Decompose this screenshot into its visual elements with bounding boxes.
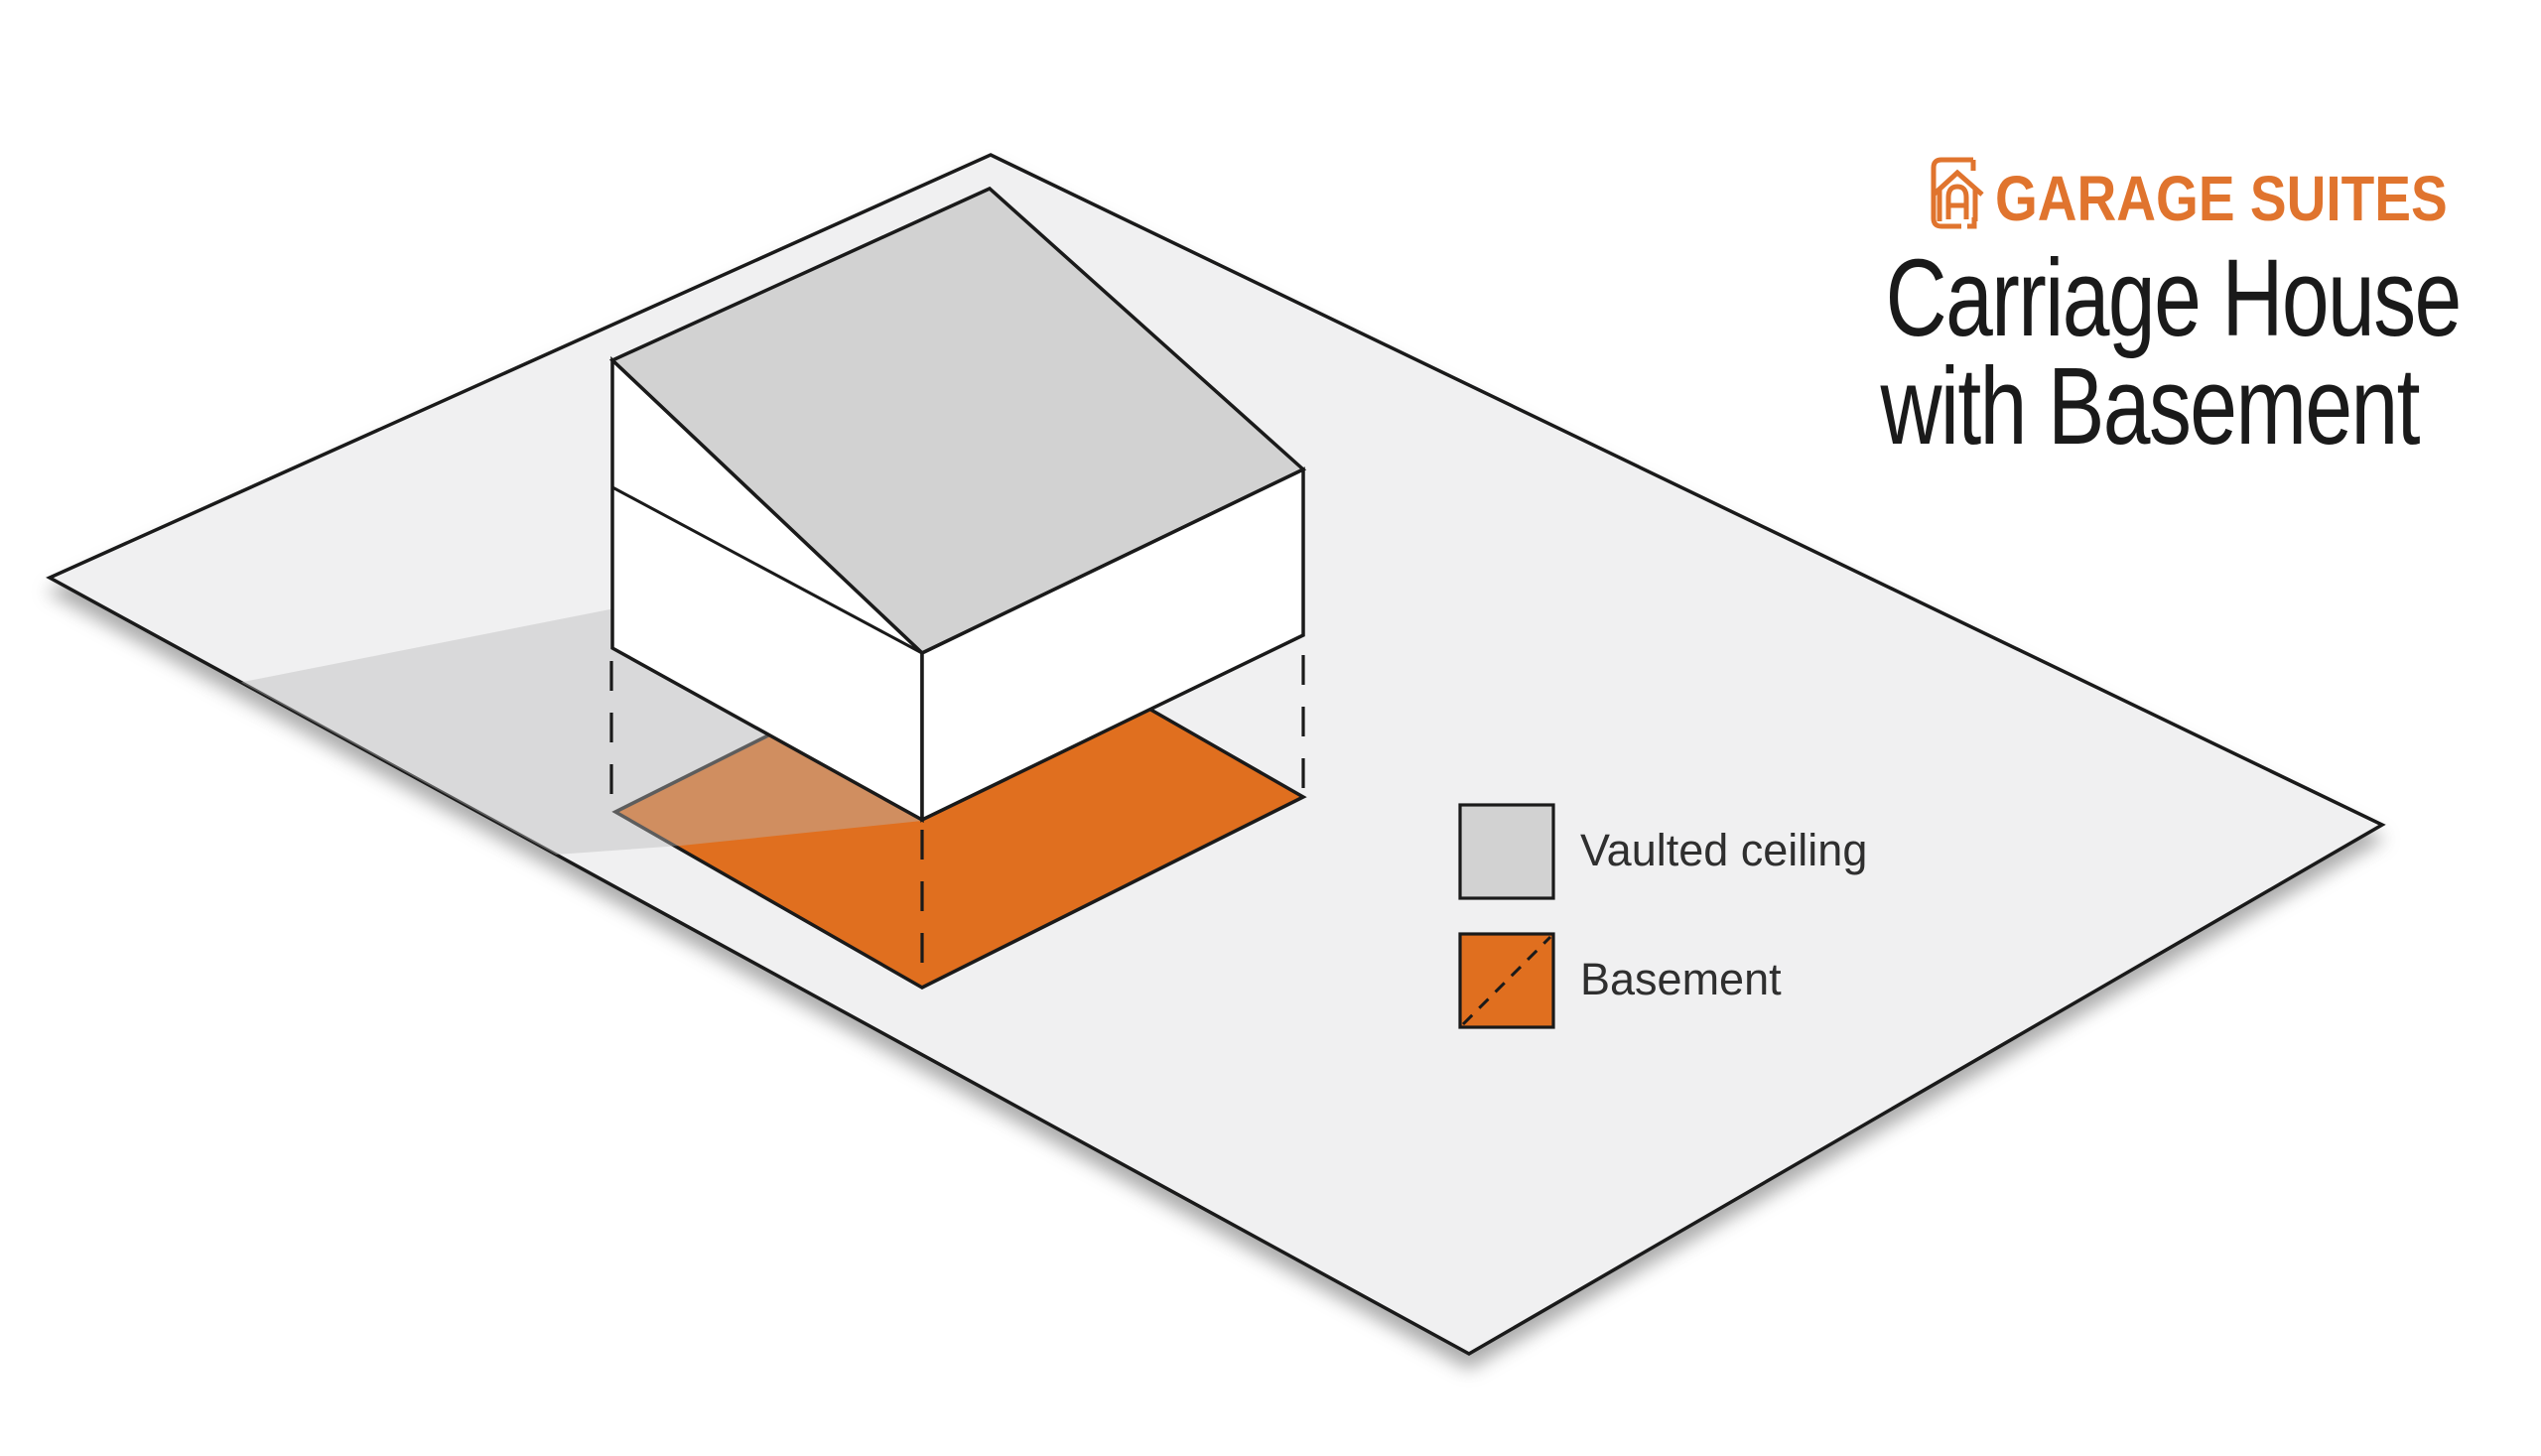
legend-label-vaulted-ceiling: Vaulted ceiling [1580, 825, 1868, 875]
legend-label-basement: Basement [1580, 954, 1782, 1004]
title-line-2: with Basement [1880, 345, 2420, 467]
house-right-wall [920, 466, 1305, 823]
house-shadow-group [238, 603, 922, 855]
legend-swatch-basement [1458, 932, 1555, 1029]
legend-swatch-vaulted-ceiling [1458, 803, 1555, 900]
title-line-1: Carriage House [1885, 237, 2463, 359]
page-title: Carriage House with Basement [1805, 237, 2472, 467]
house-in-frame-icon [1931, 157, 1984, 229]
legend-swatch-dashed-diagonal [1461, 935, 1552, 1026]
eave-line [611, 485, 923, 655]
house-cast-shadow [238, 603, 922, 855]
brand-name: GARAGE SUITES [1995, 163, 2448, 234]
